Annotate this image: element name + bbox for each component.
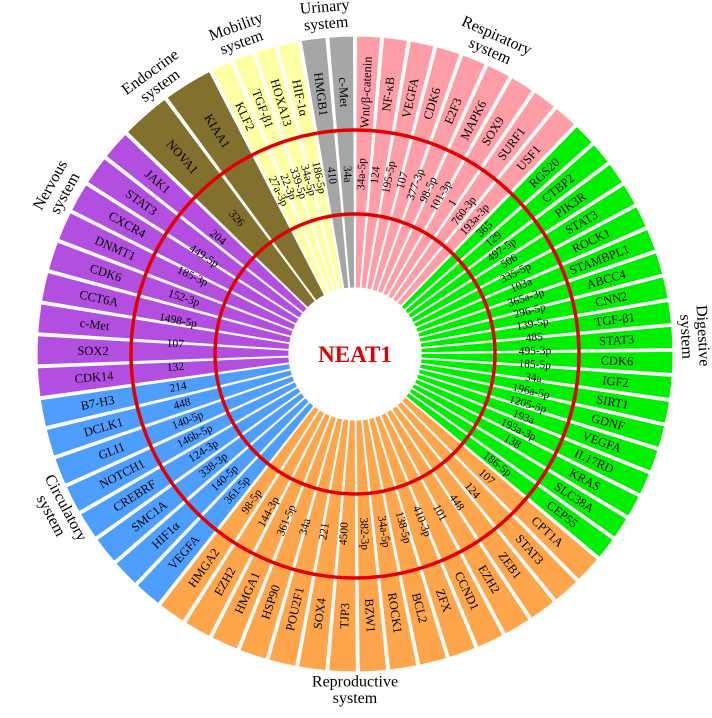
digestive-target-gene: STAT3 bbox=[599, 332, 635, 348]
urinary-system-label: Urinarysystem bbox=[299, 0, 352, 35]
reproductive-target-gene: ROCK1 bbox=[385, 592, 405, 635]
digestive-target-gene: IGF2 bbox=[602, 373, 630, 390]
reproductive-mirna: 34a-5p bbox=[375, 515, 392, 549]
digestive-target-gene: TGF-β1 bbox=[594, 310, 636, 329]
digestive-mirna: 34a bbox=[524, 371, 542, 385]
circulatory-mirna: 214 bbox=[169, 380, 188, 395]
circulatory-mirna: 448 bbox=[172, 396, 192, 412]
reproductive-target-gene: BZW1 bbox=[362, 598, 378, 633]
urinary-target-gene: c-Met bbox=[336, 77, 351, 108]
respiratory-mirna: 1 bbox=[446, 197, 459, 209]
nervous-target-gene: c-Met bbox=[79, 316, 111, 333]
reproductive-mirna: 4500 bbox=[338, 522, 351, 546]
digestive-mirna: 139-5p bbox=[515, 316, 549, 333]
inner-ring bbox=[213, 212, 497, 496]
urinary-mirna: 34a bbox=[341, 166, 354, 183]
respiratory-mirna: 124 bbox=[369, 166, 383, 185]
respiratory-mirna: 107 bbox=[395, 170, 411, 190]
urinary-target-gene: HMGB1 bbox=[311, 72, 331, 117]
digestive-target-gene: SIRT1 bbox=[595, 392, 630, 412]
urinary-mirna: 410 bbox=[324, 166, 338, 185]
nervous-mirna: 107 bbox=[166, 338, 184, 351]
outer-ring bbox=[129, 128, 581, 580]
circulatory-target-gene: B7-H3 bbox=[80, 393, 116, 413]
respiratory-mirna: 34a-5p bbox=[355, 158, 368, 191]
rings-layer bbox=[129, 128, 581, 580]
digestive-mirna: 495-3p bbox=[519, 345, 552, 357]
reproductive-mirna: 221 bbox=[317, 522, 332, 541]
nervous-mirna: 132 bbox=[166, 361, 184, 374]
respiratory-target-gene: NF-κB bbox=[379, 76, 397, 112]
digestive-target-gene: CDK6 bbox=[600, 354, 633, 369]
respiratory-target-gene: Wnt/β-catenin bbox=[358, 55, 375, 128]
center-title: NEAT1 bbox=[318, 342, 392, 367]
urinary-wedge bbox=[328, 35, 356, 289]
digestive-mirna: 185-5p bbox=[518, 358, 551, 372]
reproductive-target-gene: TJP3 bbox=[337, 603, 352, 629]
nervous-target-gene: SOX2 bbox=[77, 344, 108, 358]
nervous-target-gene: CDK14 bbox=[74, 369, 115, 386]
digestive-mirna: 485 bbox=[525, 331, 544, 345]
digestive-target-gene: CNN2 bbox=[594, 289, 629, 310]
center-disc bbox=[307, 306, 403, 402]
digestive-system-label: Digestivesystem bbox=[676, 305, 712, 368]
reproductive-target-gene: SOX4 bbox=[311, 596, 329, 630]
reproductive-mirna: 382-3p bbox=[357, 517, 371, 550]
wedges-layer bbox=[36, 35, 674, 673]
reproductive-mirna: 34a bbox=[297, 517, 313, 536]
